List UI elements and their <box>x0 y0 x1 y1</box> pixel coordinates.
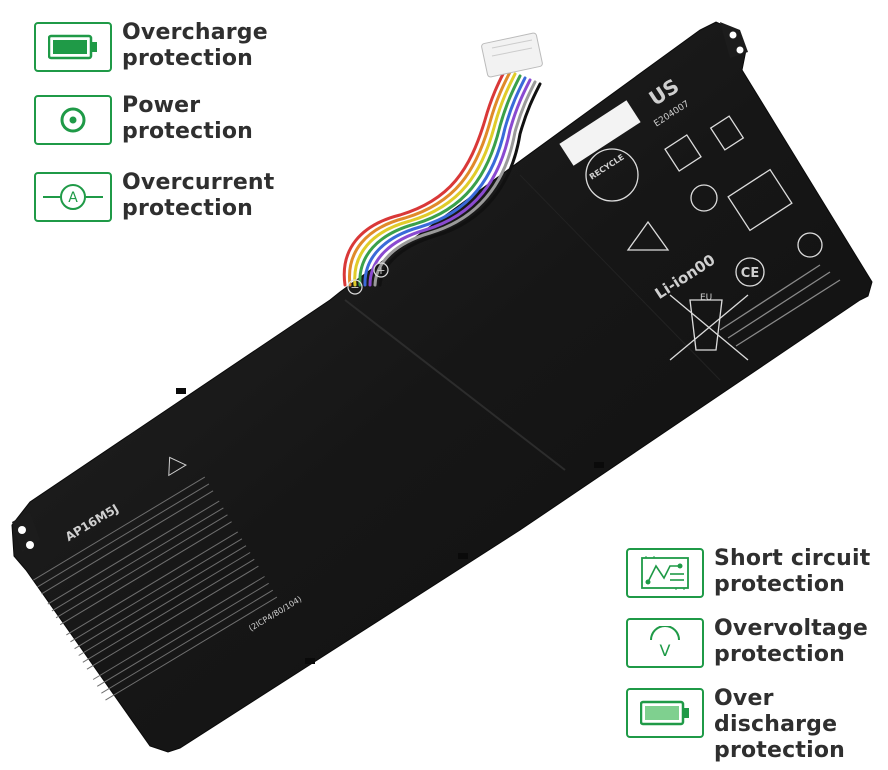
feature-over-discharge: Over discharge protection <box>626 686 888 764</box>
overcurrent-box: A <box>34 172 112 222</box>
short-circuit-line1: Short circuit <box>714 546 871 571</box>
overvoltage-box: V <box>626 618 704 668</box>
connector-cable <box>342 68 542 287</box>
feature-power: Power protection <box>34 93 254 145</box>
ce-mark: CE <box>741 266 759 281</box>
overvoltage-line1: Overvoltage <box>714 616 869 641</box>
feature-overcharge: Overcharge protection <box>34 20 268 72</box>
feature-overvoltage: V Overvoltage protection <box>626 616 869 668</box>
short-circuit-line2: protection <box>714 572 846 597</box>
over-discharge-line1: Over discharge <box>714 686 838 737</box>
overvoltage-line2: protection <box>714 642 846 667</box>
over-discharge-box <box>626 688 704 738</box>
eu-label: EU <box>700 293 712 303</box>
power-line1: Power <box>122 93 201 118</box>
voltmeter-icon: V <box>650 626 680 660</box>
terminal-plus: + <box>376 264 385 277</box>
power-icon <box>60 107 86 133</box>
battery-body <box>11 21 873 753</box>
terminal-markers: − + <box>347 262 389 295</box>
power-box <box>34 95 112 145</box>
feature-overcurrent: A Overcurrent protection <box>34 170 275 222</box>
ammeter-icon: A <box>43 184 103 210</box>
feature-short-circuit: Short circuit protection <box>626 546 871 598</box>
over-discharge-line2: protection <box>714 738 846 763</box>
overcharge-line1: Overcharge <box>122 20 268 45</box>
svg-text:V: V <box>660 641 671 660</box>
overcurrent-line2: protection <box>122 196 254 221</box>
svg-text:A: A <box>68 190 78 206</box>
overcurrent-line1: Overcurrent <box>122 170 275 195</box>
overcharge-box <box>34 22 112 72</box>
connector-plug <box>481 32 543 78</box>
terminal-minus: − <box>350 281 359 294</box>
battery-low-icon <box>640 700 689 726</box>
power-line2: protection <box>122 119 254 144</box>
circuit-board-icon <box>641 556 689 590</box>
short-circuit-box <box>626 548 704 598</box>
overcharge-line2: protection <box>122 46 254 71</box>
battery-full-icon <box>48 34 97 60</box>
